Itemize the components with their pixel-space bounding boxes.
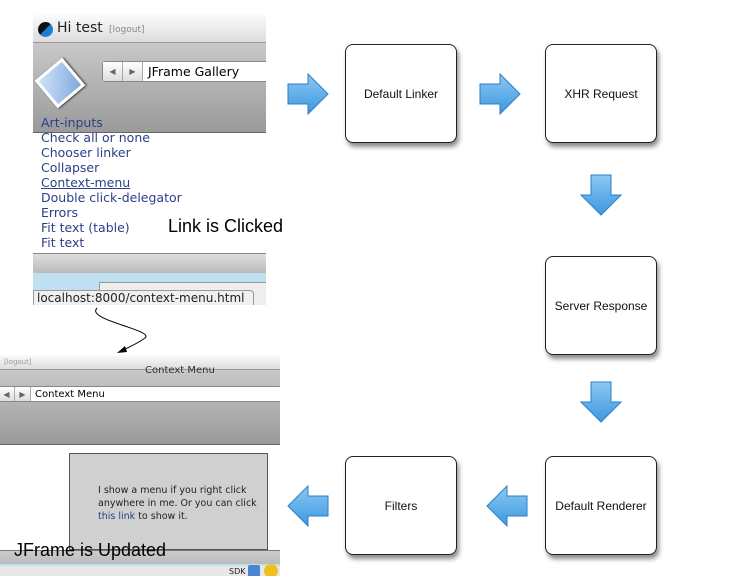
list-item[interactable]: Fit text: [41, 235, 85, 250]
title-bar: Hi test [logout]: [33, 15, 266, 43]
arrow-left-icon: [287, 485, 329, 527]
list-item[interactable]: Fit text (table): [41, 220, 130, 235]
arrow-down-icon: [580, 174, 622, 216]
nav-title: Context Menu: [35, 388, 105, 400]
list-item[interactable]: Context-menu: [41, 175, 131, 190]
nav-title: JFrame Gallery: [148, 64, 240, 79]
node-filters: Filters: [345, 456, 457, 555]
toolbar: Context Menu ◀ ▶ Context Menu: [0, 365, 280, 445]
greeting: Hi test: [57, 20, 103, 36]
list-item[interactable]: Check all or none: [41, 130, 150, 145]
arrow-left-icon: [486, 485, 528, 527]
nav-bar: ◀ ▶ Context Menu: [0, 386, 280, 402]
list-item[interactable]: Double click-delegator: [41, 190, 182, 205]
bottom-bar: [33, 253, 266, 273]
arrow-right-icon: [479, 73, 521, 115]
caption-link-clicked: Link is Clicked: [168, 216, 284, 236]
screenshot-gallery: Hi test [logout] ◀ ▶ JFrame Gallery Art-…: [33, 15, 266, 305]
node-xhr-request: XHR Request: [545, 44, 657, 143]
screenshot-context-menu: [logout] Context Menu ◀ ▶ Context Menu I…: [0, 355, 280, 576]
node-default-linker: Default Linker: [345, 44, 457, 143]
dock: SDK: [0, 564, 280, 576]
caption-jframe-updated: JFrame is Updated: [14, 540, 167, 560]
list-item[interactable]: Art-inputs: [41, 115, 103, 130]
back-button[interactable]: ◀: [103, 62, 123, 81]
list-item[interactable]: Errors: [41, 205, 78, 220]
forward-button[interactable]: ▶: [15, 387, 31, 401]
toolbar: ◀ ▶ JFrame Gallery: [33, 43, 266, 133]
node-default-renderer: Default Renderer: [545, 456, 657, 555]
node-server-response: Server Response: [545, 256, 657, 355]
content-area: I show a menu if you right click anywher…: [0, 445, 280, 550]
panel-text-end: to show it.: [138, 511, 188, 522]
forward-button[interactable]: ▶: [123, 62, 143, 81]
link-list: Art-inputs Check all or none Chooser lin…: [41, 115, 182, 250]
arrow-right-icon: [287, 73, 329, 115]
dock-label: SDK: [229, 567, 246, 576]
status-url: localhost:8000/context-menu.html: [33, 290, 254, 305]
panel-link[interactable]: this link: [98, 511, 136, 522]
list-item[interactable]: Collapser: [41, 160, 100, 175]
nav-bar: ◀ ▶ JFrame Gallery: [102, 61, 266, 82]
back-button[interactable]: ◀: [0, 387, 15, 401]
transition-arrow: [95, 307, 147, 353]
logout-link[interactable]: [logout]: [109, 25, 145, 35]
panel-text: I show a menu if you right click anywher…: [98, 485, 257, 509]
context-menu-panel[interactable]: I show a menu if you right click anywher…: [69, 453, 268, 550]
dock-app-icon[interactable]: [264, 564, 278, 576]
bottom-bar: [0, 550, 280, 564]
arrow-down-icon: [580, 381, 622, 423]
logo-icon: [38, 22, 53, 37]
logout-link[interactable]: [logout]: [4, 358, 32, 366]
window-title: Context Menu: [145, 365, 215, 376]
gallery-app-icon: [34, 57, 86, 109]
dock-app-icon[interactable]: [248, 565, 260, 576]
title-bar: [logout]: [0, 355, 280, 370]
list-item[interactable]: Chooser linker: [41, 145, 131, 160]
